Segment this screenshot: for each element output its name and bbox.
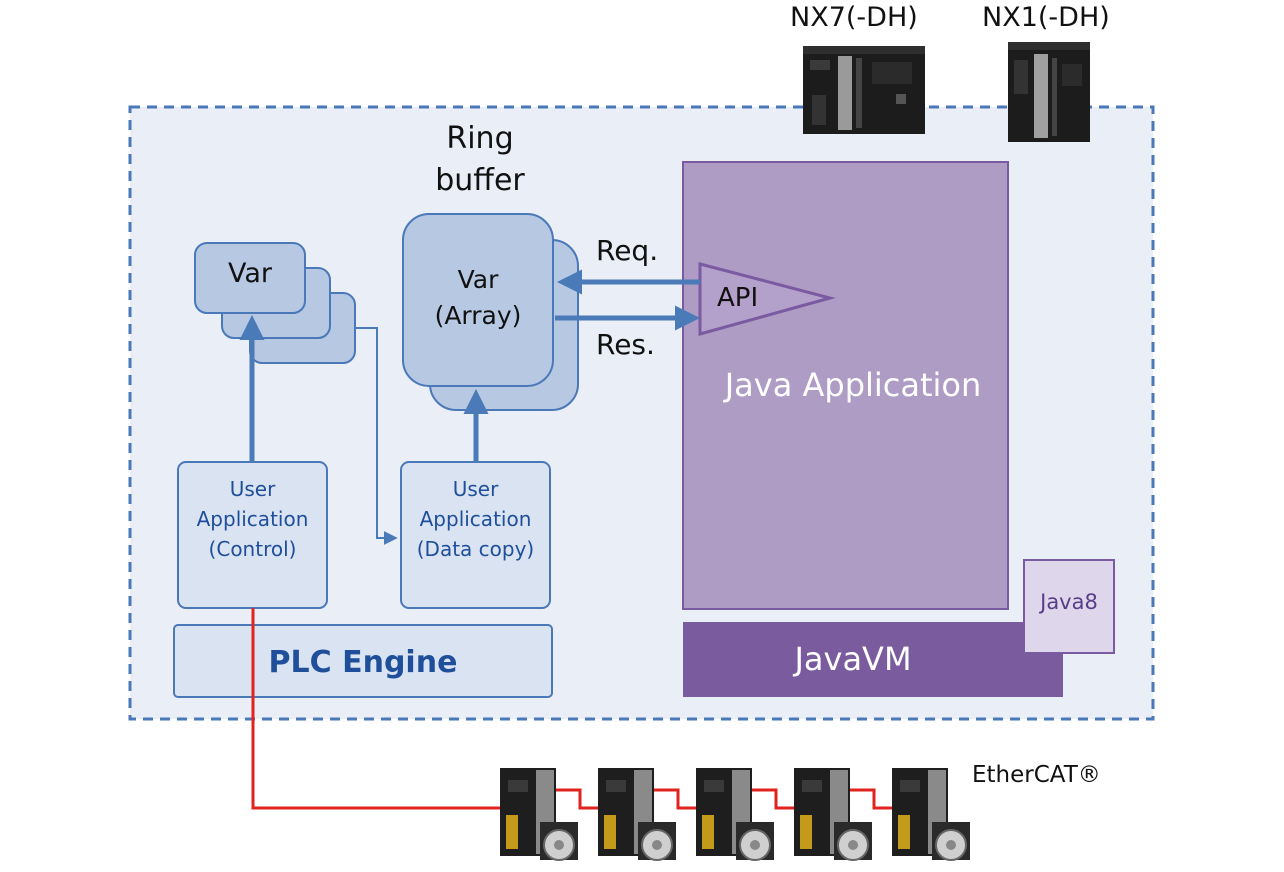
plc-engine-label: PLC Engine <box>268 645 458 680</box>
java-application-label: Java Application <box>724 366 982 404</box>
response-label: Res. <box>596 328 655 361</box>
nx1-controller-image <box>1008 42 1090 142</box>
user-app-copy-label: User Application (Data copy) <box>401 474 550 564</box>
var-card-front <box>194 242 306 314</box>
ring-buffer-title-line1: Ring <box>446 121 514 156</box>
ring-buffer-card-front <box>402 213 554 387</box>
java8-badge <box>1023 559 1115 654</box>
ethercat-line <box>251 608 500 810</box>
servo-drive-1 <box>500 768 578 861</box>
java-vm-bar <box>683 622 1063 697</box>
ethercat-link-3 <box>752 788 796 810</box>
request-label: Req. <box>596 234 659 267</box>
user-app-copy-line3: (Data copy) <box>416 537 535 561</box>
var-stack-label: Var <box>227 258 273 289</box>
api-label: API <box>717 283 759 313</box>
servo-drive-2 <box>598 768 676 861</box>
ring-buffer-title: Ring buffer <box>420 118 540 202</box>
ethercat-link-2 <box>654 788 698 810</box>
java8-label: Java8 <box>1040 590 1098 614</box>
var-to-copy-arrow <box>355 327 398 545</box>
api-triangle <box>698 262 836 336</box>
user-app-copy-line2: Application <box>419 507 532 531</box>
java-vm-label: JavaVM <box>794 640 912 678</box>
ring-buffer-var-line1: Var <box>457 265 499 294</box>
ethercat-label: EtherCAT® <box>972 762 1101 788</box>
user-app-control-line1: User <box>229 477 276 501</box>
user-app-copy-line1: User <box>452 477 499 501</box>
user-app-control-label: User Application (Control) <box>178 474 327 564</box>
user-app-control-line3: (Control) <box>208 537 297 561</box>
servo-drive-5 <box>892 768 970 861</box>
ethercat-link-4 <box>850 788 894 810</box>
ethercat-link-1 <box>556 788 600 810</box>
servo-drive-3 <box>696 768 774 861</box>
ring-buffer-var-line2: (Array) <box>434 301 522 330</box>
servo-drive-4 <box>794 768 872 861</box>
nx7-controller-image <box>803 46 925 134</box>
java-application-box <box>682 161 1009 610</box>
nx7-label: NX7(-DH) <box>790 2 918 33</box>
ring-buffer-title-line2: buffer <box>435 163 525 198</box>
plc-engine-box <box>173 624 553 698</box>
nx1-label: NX1(-DH) <box>982 2 1110 33</box>
ring-buffer-var-label: Var (Array) <box>403 262 553 334</box>
user-app-control-line2: Application <box>196 507 309 531</box>
